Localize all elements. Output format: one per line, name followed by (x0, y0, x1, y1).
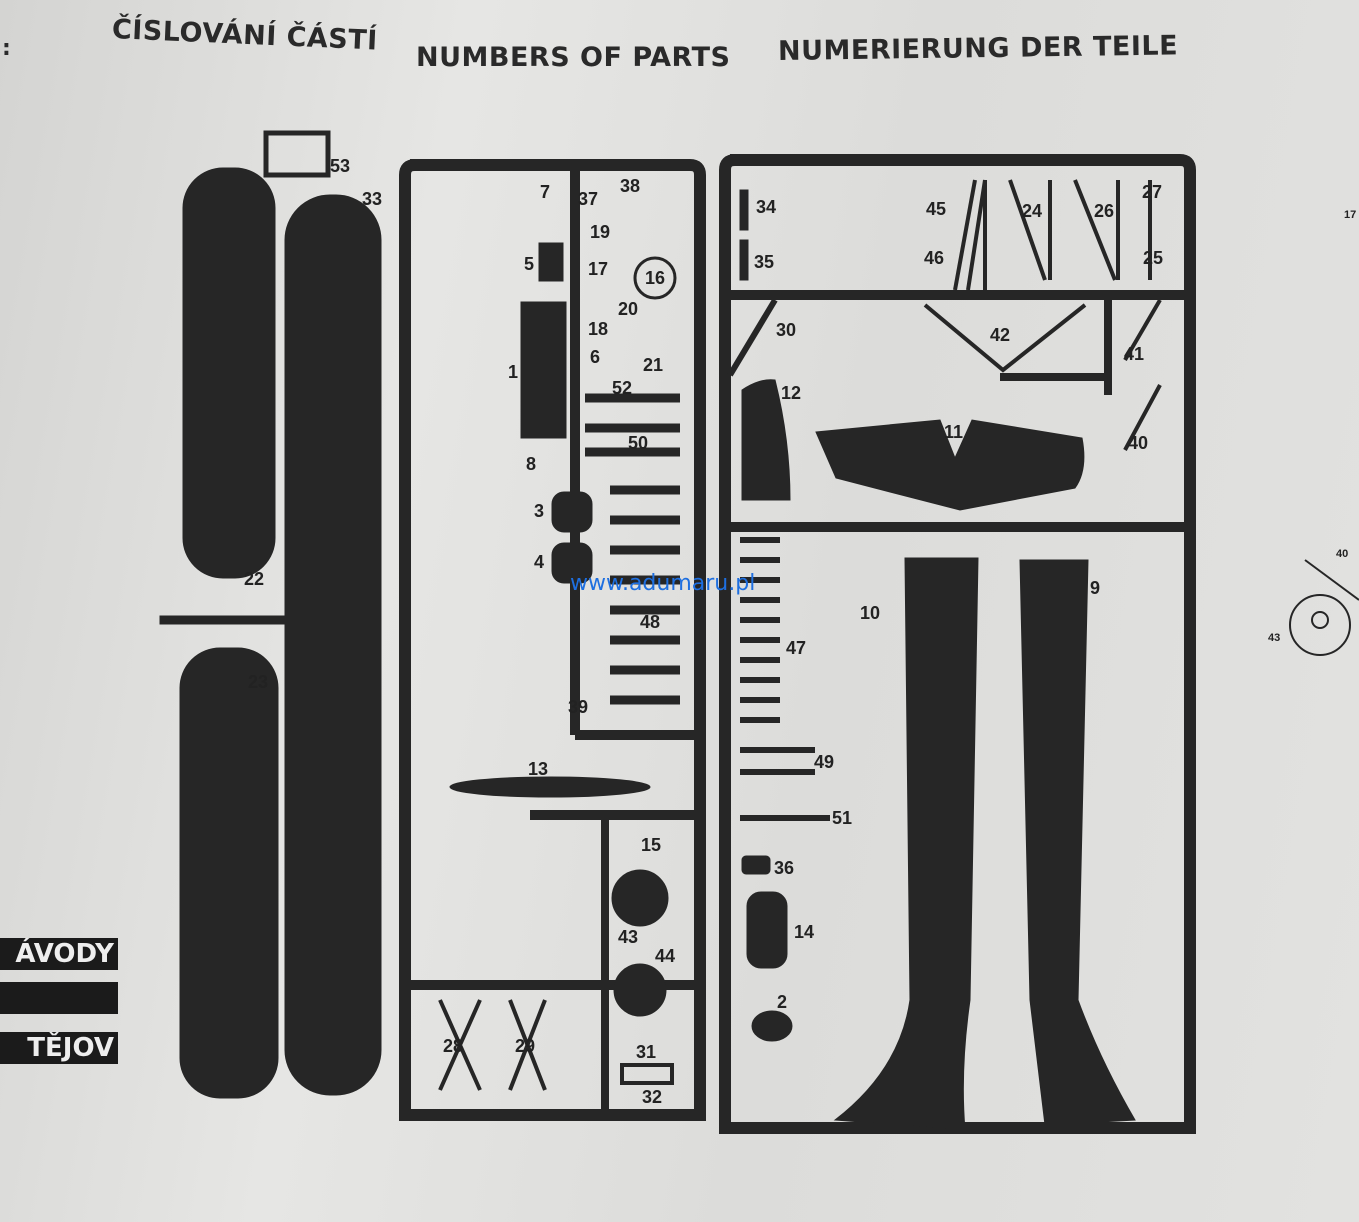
part-label: 42 (990, 325, 1010, 345)
part-label: 29 (515, 1036, 535, 1056)
part-label: 34 (756, 197, 776, 217)
sprue-frame-middle (399, 159, 706, 1121)
part-label: 46 (924, 248, 944, 268)
part-label: 18 (588, 319, 608, 339)
part-label: 44 (655, 946, 675, 966)
part-9 (1019, 559, 1136, 1126)
part-label: 8 (526, 454, 536, 474)
part-10 (833, 557, 979, 1131)
part-44 (613, 963, 667, 1017)
part-label: 47 (786, 638, 806, 658)
part-label: 1 (508, 362, 518, 382)
part-label: 40 (1128, 433, 1148, 453)
part-label: 40 (1336, 548, 1348, 560)
part-label: 5 (524, 254, 534, 274)
part-label: 38 (620, 176, 640, 196)
part-label: 20 (618, 299, 638, 319)
part-label: 24 (1022, 201, 1042, 221)
part-label: 9 (1090, 578, 1100, 598)
part-5 (538, 242, 564, 282)
part-label: 17 (588, 259, 608, 279)
part-label: 32 (642, 1087, 662, 1107)
part-label: 36 (774, 858, 794, 878)
part-label: 28 (443, 1036, 463, 1056)
part-33-wing (284, 194, 382, 1096)
part-3 (551, 491, 593, 533)
part-label: 19 (590, 222, 610, 242)
part-label: 45 (926, 199, 946, 219)
part-14 (746, 891, 788, 969)
part-label: 3 (534, 501, 544, 521)
part-label: 10 (860, 603, 880, 623)
title-english: NUMBERS OF PARTS (416, 42, 731, 73)
part-23-wing (179, 647, 279, 1099)
part-label: 35 (754, 252, 774, 272)
brand-band-3: TĚJOV (0, 1032, 118, 1064)
part-label: 2 (777, 992, 787, 1012)
header-colon: : (2, 36, 12, 61)
part-4 (551, 542, 593, 584)
part-label: 6 (590, 347, 600, 367)
part-label: 43 (618, 927, 638, 947)
part-label: 37 (578, 189, 598, 209)
part-label: 16 (645, 268, 665, 288)
part-label: 30 (776, 320, 796, 340)
part-label: 26 (1094, 201, 1114, 221)
part-label: 33 (362, 189, 382, 209)
part-label: 11 (944, 422, 963, 442)
part-label: 7 (540, 182, 550, 202)
part-label: 48 (640, 612, 660, 632)
part-label: 51 (832, 808, 852, 828)
part-label: 15 (641, 835, 661, 855)
part-label: 41 (1124, 344, 1144, 364)
part-label: 27 (1142, 182, 1162, 202)
part-label: 39 (568, 697, 588, 717)
part-13 (449, 776, 651, 798)
part-label: 43 (1268, 632, 1280, 644)
part-label: 49 (814, 752, 834, 772)
watermark-url: www.adumaru.pl (570, 571, 756, 596)
part-label: 17 (1344, 209, 1356, 221)
part-11 (815, 419, 1085, 511)
brand-band-2 (0, 982, 118, 1014)
part-36 (741, 855, 771, 875)
part-16 (633, 256, 677, 300)
part-label: 31 (636, 1042, 656, 1062)
part-43 (611, 869, 669, 927)
part-22-wing (182, 167, 276, 579)
part-label: 4 (534, 552, 544, 572)
part-label: 25 (1143, 248, 1163, 268)
part-label: 22 (244, 569, 264, 589)
part-2 (751, 1010, 793, 1042)
part-label: 23 (248, 672, 268, 692)
part-12 (741, 379, 791, 501)
part-label: 12 (781, 383, 801, 403)
part-label: 21 (643, 355, 663, 375)
part-label: 14 (794, 922, 814, 942)
part-label: 50 (628, 433, 648, 453)
part-53-instrument (263, 130, 331, 178)
part-label: 52 (612, 378, 632, 398)
part-label: 53 (330, 156, 350, 176)
part-label: 13 (528, 759, 548, 779)
brand-band-1: ÁVODY (0, 938, 118, 970)
part-1 (520, 301, 567, 439)
